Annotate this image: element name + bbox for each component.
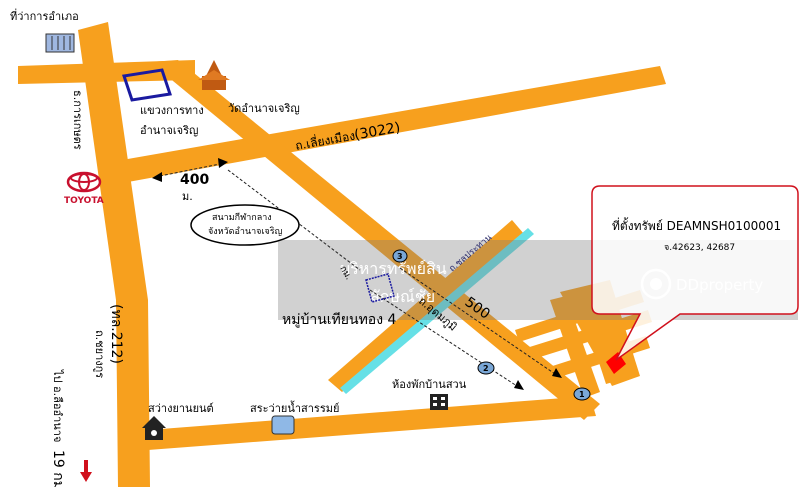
guesthouse-label: ห้องพักบ้านสวน	[392, 378, 467, 391]
stadium-ellipse	[190, 204, 300, 246]
road-diagonal-se	[150, 60, 600, 420]
arrow-400-left	[152, 172, 162, 182]
arrow-500	[552, 368, 562, 378]
svg-text:ไป อ.ลืออำนาจ: ไป อ.ลืออำนาจ	[51, 369, 64, 442]
marker-2: 2	[477, 361, 495, 375]
distance-400-unit: ม.	[182, 190, 193, 203]
temple-icon	[198, 60, 230, 90]
dd-logo-icon	[640, 268, 672, 300]
route-arrows	[152, 158, 562, 390]
hotel-icon	[430, 394, 448, 410]
marker-3: 3	[392, 249, 408, 263]
property-callout	[591, 185, 799, 361]
grid-road-e	[550, 296, 600, 398]
toyota-logo-icon	[66, 171, 102, 193]
sawang-label: สว่างยานยนต์	[148, 402, 214, 415]
road-top-left	[18, 60, 195, 84]
highway-dept-label-1: แขวงการทาง	[140, 104, 204, 117]
svg-text:ธ.การเกษตร: ธ.การเกษตร	[71, 90, 84, 150]
arrow-to-2	[514, 380, 524, 390]
road-chayangkun-label: ถ.ชยางกูร	[93, 330, 106, 378]
road-canal-cross	[328, 220, 524, 392]
down-arrow-icon	[80, 460, 92, 482]
road-chayangkun-num-label: (ทล.212)	[108, 304, 124, 364]
building-icon	[45, 33, 75, 53]
svg-text:2: 2	[483, 364, 489, 373]
property-deeds: จ.42623, 42687	[664, 243, 735, 253]
dd-logo-label: DDproperty	[676, 276, 763, 294]
pool-label: สระว่ายน้ำสารรมย์	[250, 400, 339, 415]
road-chayangkun	[78, 22, 150, 487]
svg-text:19 กม.: 19 กม.	[50, 450, 66, 487]
svg-text:1: 1	[579, 390, 585, 399]
stadium-label-1: สนามกีฬากลาง	[212, 212, 272, 223]
svg-text:(3022): (3022)	[353, 120, 402, 144]
house-icon	[142, 416, 166, 440]
watermark-top: บริหารทรัพย์สิน	[340, 259, 447, 278]
property-marker	[606, 352, 626, 374]
marker-1: 1	[573, 387, 591, 401]
toyota-label: TOYOTA	[64, 196, 104, 206]
stadium-label-2: จังหวัดอำนาจเจริญ	[208, 226, 283, 237]
road-bottom	[148, 396, 596, 450]
svg-text:ถ.ชยางกูร: ถ.ชยางกูร	[93, 330, 106, 378]
pool-icon	[271, 415, 295, 435]
svg-text:(ทล.212): (ทล.212)	[108, 304, 124, 364]
route-line-400	[154, 162, 226, 178]
property-title: ที่ตั้งทรัพย์ DEAMNSH0100001	[612, 217, 781, 233]
village-label: หมู่บ้านเทียนทอง 4	[282, 312, 396, 328]
arrow-400-right	[218, 158, 228, 168]
agri-bank-label: ธ.การเกษตร	[71, 90, 84, 150]
to-loei-label: ไป อ.ลืออำนาจ 19 กม.	[50, 369, 66, 487]
svg-text:3: 3	[397, 252, 403, 261]
distance-400-label: 400	[180, 172, 209, 188]
district-office-label: ที่ว่าการอำเภอ	[10, 8, 79, 23]
highway-dept-label-2: อำนาจเจริญ	[140, 124, 198, 137]
route-line-500	[399, 267, 559, 377]
canal	[340, 228, 534, 394]
highway-dept-outline	[122, 68, 172, 102]
temple-label: วัดอำนาจเจริญ	[228, 102, 300, 115]
village-outline	[365, 273, 395, 303]
road-liangmueang	[122, 66, 666, 182]
watermark-bottom: ลักษณ์ชัย	[370, 287, 435, 306]
